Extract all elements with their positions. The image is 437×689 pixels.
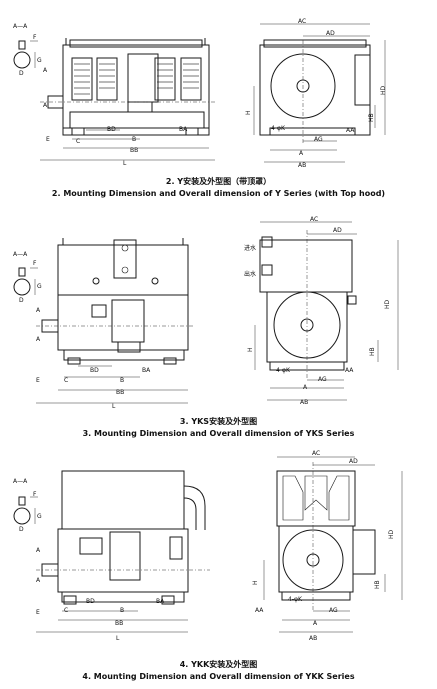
ykk-h-label: H — [252, 580, 259, 585]
ykk-ac-label: AC — [312, 450, 320, 457]
y-series-drawing: A—A F G D — [13, 18, 387, 169]
ykk-g-label: G — [37, 513, 42, 520]
ykk-a-label: A — [36, 547, 41, 554]
ykk-c-label: C — [64, 607, 68, 614]
yks-ac-label: AC — [310, 216, 318, 223]
yks-h-label: H — [247, 347, 254, 352]
y-d-label: D — [19, 70, 24, 77]
ykk-bd-label: BD — [86, 598, 95, 605]
y-caption-en: 2. Mounting Dimension and Overall dimens… — [51, 189, 386, 198]
ykk-ag-label: AG — [329, 607, 338, 614]
y-bd-label: BD — [107, 126, 116, 133]
y-caption-cn: 2. Y安装及外型图（带顶罩） — [165, 177, 272, 186]
yks-ag-label: AG — [318, 376, 327, 383]
ykk-caption-en: 4. Mounting Dimension and Overall dimens… — [82, 672, 355, 681]
y-a2-label: A — [299, 150, 304, 157]
yks-bd-label: BD — [90, 367, 99, 374]
ykk-l-label: L — [116, 635, 120, 642]
ykk-d-label: D — [19, 526, 24, 533]
yks-shaft-section: A—A F G D — [13, 251, 42, 304]
ykk-end-view: AC AD HD H HB 4-φK AA AG A AB — [252, 450, 403, 642]
yks-a-label-2: A — [36, 336, 41, 343]
yks-ba-label: BA — [142, 367, 151, 374]
y-ba-label: BA — [179, 126, 188, 133]
ykk-e-label: E — [36, 609, 40, 616]
y-bb-label: BB — [130, 147, 138, 154]
ykk-bb-label: BB — [115, 620, 123, 627]
yks-side-view: A A E C BD B BA BB L — [36, 238, 194, 410]
y-b-label: B — [132, 136, 136, 143]
yks-d-label: D — [19, 297, 24, 304]
yks-l-label: L — [112, 403, 116, 410]
y-hd-label: HD — [380, 85, 387, 95]
y-a-label-2: A — [43, 102, 48, 109]
ykk-ad-label: AD — [349, 458, 358, 465]
yks-g-label: G — [37, 283, 42, 290]
y-f-label: F — [33, 34, 37, 41]
ykk-a-label-2: A — [36, 577, 41, 584]
yks-b-label: B — [120, 377, 124, 384]
yks-a2-label: A — [303, 384, 308, 391]
yks-series-drawing: A—A F G D A A — [13, 216, 399, 410]
y-e-label: E — [46, 136, 50, 143]
y-a-label: A — [43, 67, 48, 74]
yks-ad-label: AD — [333, 227, 342, 234]
y-c-label: C — [76, 138, 80, 145]
ykk-aa-section-label: A—A — [13, 478, 28, 485]
yks-bb-label: BB — [116, 389, 124, 396]
y-aa-section-label: A—A — [13, 23, 28, 30]
ykk-series-drawing: A—A F G D A A E C — [13, 450, 403, 642]
y-end-view: AC AD HD H HB 4-φK AA AG A AB — [245, 18, 387, 169]
ykk-aa-label: AA — [255, 607, 264, 614]
yks-water-out-label: 出水 — [244, 270, 256, 278]
yks-c-label: C — [64, 377, 68, 384]
y-ab-label: AB — [298, 162, 306, 169]
y-aa-label: AA — [346, 127, 355, 134]
y-hb-label: HB — [368, 113, 375, 122]
ykk-hb-label: HB — [374, 580, 381, 589]
yks-hb-label: HB — [369, 347, 376, 356]
y-h-label: H — [245, 110, 252, 115]
ykk-a2-label: A — [313, 620, 318, 627]
yks-f-label: F — [33, 260, 37, 267]
y-ac-label: AC — [298, 18, 306, 25]
ykk-caption-cn: 4. YKK安装及外型图 — [179, 660, 258, 669]
yks-ab-label: AB — [300, 399, 308, 406]
ykk-shaft-section: A—A F G D — [13, 478, 42, 533]
yks-caption-en: 3. Mounting Dimension and Overall dimens… — [82, 429, 355, 438]
yks-caption-cn: 3. YKS安装及外型图 — [179, 417, 258, 426]
ykk-ba-label: BA — [156, 598, 165, 605]
ykk-k-label: 4-φK — [288, 596, 303, 603]
ykk-b-label: B — [120, 607, 124, 614]
y-ag-label: AG — [314, 136, 323, 143]
ykk-side-view: A A E C BD B BA BB L — [36, 470, 210, 642]
yks-a-label: A — [36, 307, 41, 314]
ykk-ab-label: AB — [309, 635, 317, 642]
y-g-label: G — [37, 57, 42, 64]
yks-hd-label: HD — [384, 299, 391, 309]
yks-k-label: 4-φK — [276, 367, 291, 374]
y-ad-label: AD — [326, 30, 335, 37]
y-side-view: A A E C BD B BA BB L — [40, 38, 215, 167]
ykk-hd-label: HD — [388, 529, 395, 539]
yks-e-label: E — [36, 377, 40, 384]
yks-end-view: 进水 出水 AC AD HD H HB 4-φK AA AG A AB — [244, 216, 399, 406]
y-l-label: L — [123, 160, 127, 167]
yks-aa-label: AA — [345, 367, 354, 374]
yks-aa-section-label: A—A — [13, 251, 28, 258]
y-shaft-section: A—A F G D — [13, 23, 42, 77]
y-k-label: 4-φK — [271, 125, 286, 132]
ykk-f-label: F — [33, 491, 37, 498]
yks-water-in-label: 进水 — [244, 244, 256, 252]
